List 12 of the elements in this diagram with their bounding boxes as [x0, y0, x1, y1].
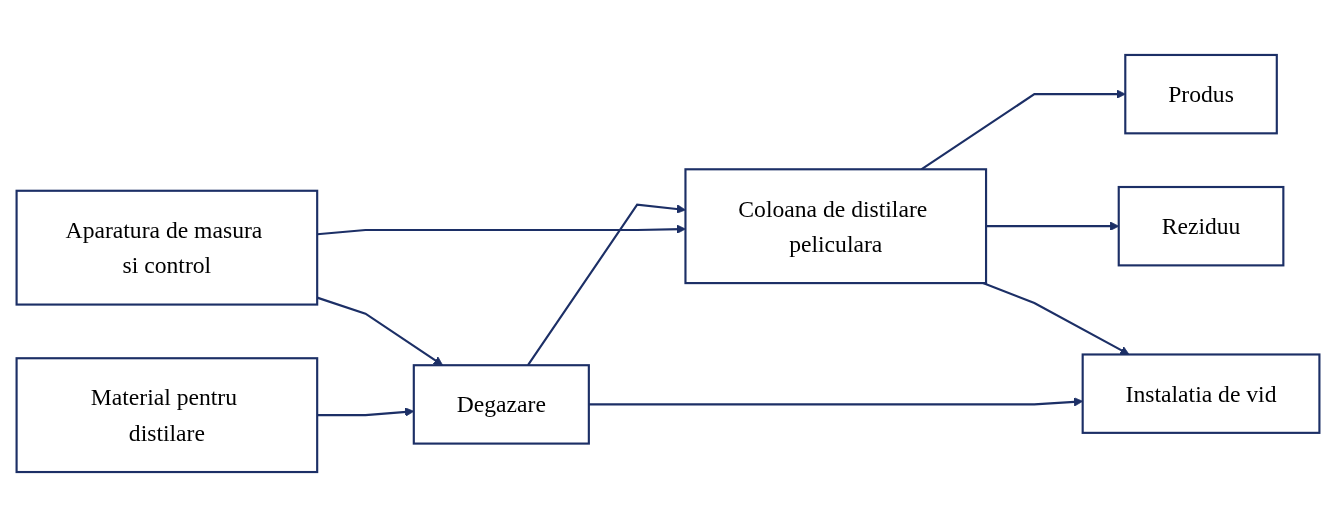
node-box: Degazare [412, 364, 590, 445]
arrow [982, 282, 1129, 355]
node-box: Coloana de distilare peliculara [683, 168, 987, 285]
node-box: Reziduu [1117, 185, 1284, 267]
arrow [588, 397, 1083, 407]
node-box: Instalatia de vid [1081, 353, 1320, 434]
arrow [316, 296, 443, 366]
node-box: Material pentru distilare [15, 357, 318, 474]
node-box: Produs [1123, 53, 1278, 135]
arrow [316, 407, 414, 417]
node-box: Aparatura de masura si control [15, 189, 318, 306]
arrow [985, 221, 1119, 231]
